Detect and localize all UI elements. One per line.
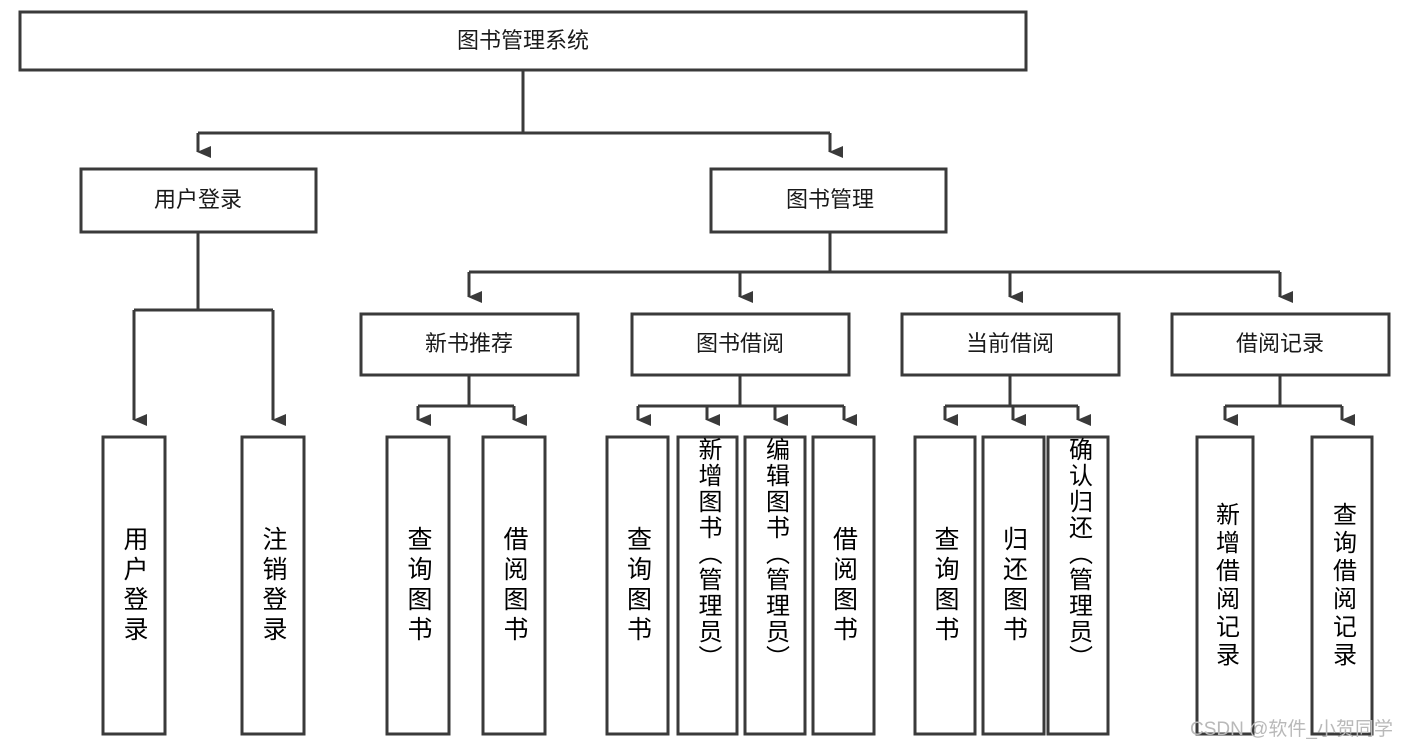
- node-user-login[interactable]: 用户登录: [79, 167, 318, 234]
- node-book-management-label: 图书管理: [786, 187, 874, 212]
- leaf-user-login-label: 用户登录: [120, 525, 148, 646]
- leaf-edit-book-box: [743, 435, 807, 736]
- leaf-query-borrow-record-box: [1310, 435, 1374, 736]
- leaf-edit-book-label: 编辑图书（管理员）: [761, 437, 789, 671]
- leaf-query-book-1-label: 查询图书: [404, 525, 432, 646]
- leaf-query-book-3-label: 查询图书: [931, 525, 959, 646]
- node-new-book-recommend-box: [359, 312, 580, 377]
- leaf-borrow-book-2-box: [811, 435, 876, 736]
- node-title-label: 图书管理系统: [457, 28, 589, 53]
- leaf-borrow-book-2-label: 借阅图书: [829, 525, 858, 646]
- node-borrow-record-box: [1170, 312, 1391, 377]
- leaf-node-user-logout[interactable]: 注销登录: [240, 435, 306, 736]
- leaf-borrow-book-1-label: 借阅图书: [500, 525, 528, 646]
- leaf-query-book-3-box: [913, 435, 977, 736]
- leaf-node-borrow-book-1[interactable]: 借阅图书: [481, 435, 547, 736]
- leaf-borrow-book-1-box: [481, 435, 547, 736]
- node-book-borrow[interactable]: 图书借阅: [630, 312, 851, 377]
- leaf-return-book-label: 归还图书: [999, 525, 1028, 646]
- connector-layer: [132, 70, 1355, 426]
- leaf-user-logout-label: 注销登录: [259, 525, 287, 646]
- leaf-query-book-1-box: [385, 435, 451, 736]
- leaf-confirm-return-label: 确认归还（管理员）: [1064, 437, 1092, 671]
- leaf-query-book-2-label: 查询图书: [623, 525, 652, 646]
- node-user-login-label: 用户登录: [154, 187, 242, 212]
- leaf-confirm-return-box: [1046, 435, 1110, 736]
- leaf-return-book-box: [981, 435, 1046, 736]
- leaf-add-borrow-record-box: [1195, 435, 1255, 736]
- node-book-borrow-label: 图书借阅: [696, 331, 784, 356]
- leaf-node-borrow-book-2[interactable]: 借阅图书: [811, 435, 876, 736]
- leaf-user-login-box: [101, 435, 167, 736]
- leaf-add-book-box: [676, 435, 739, 736]
- node-current-borrow-label: 当前借阅: [966, 331, 1054, 356]
- leaf-node-user-login[interactable]: 用户登录: [101, 435, 167, 736]
- node-current-borrow-box: [900, 312, 1121, 377]
- leaf-node-add-book[interactable]: 新增图书（管理员）: [676, 435, 739, 736]
- leaf-node-query-book-1[interactable]: 查询图书: [385, 435, 451, 736]
- node-book-borrow-box: [630, 312, 851, 377]
- node-title-box: [18, 10, 1028, 72]
- leaf-node-edit-book[interactable]: 编辑图书（管理员）: [743, 435, 807, 736]
- leaf-user-logout-box: [240, 435, 306, 736]
- leaf-add-book-label: 新增图书（管理员）: [694, 437, 721, 671]
- leaf-node-add-borrow-record[interactable]: 新增借阅记录: [1195, 435, 1255, 736]
- node-title-book-management-system[interactable]: 图书管理系统: [18, 10, 1028, 72]
- node-borrow-record-label: 借阅记录: [1236, 331, 1324, 356]
- node-new-book-recommend[interactable]: 新书推荐: [359, 312, 580, 377]
- leaf-node-confirm-return[interactable]: 确认归还（管理员）: [1046, 435, 1110, 736]
- node-current-borrow[interactable]: 当前借阅: [900, 312, 1121, 377]
- leaf-query-book-2-box: [605, 435, 670, 736]
- leaf-node-return-book[interactable]: 归还图书: [981, 435, 1046, 736]
- node-new-book-recommend-label: 新书推荐: [425, 331, 513, 356]
- leaf-node-query-book-3[interactable]: 查询图书: [913, 435, 977, 736]
- node-book-management-box: [709, 167, 948, 234]
- leaf-node-query-borrow-record[interactable]: 查询借阅记录: [1310, 435, 1374, 736]
- leaf-node-query-book-2[interactable]: 查询图书: [605, 435, 670, 736]
- leaf-query-borrow-record-label: 查询借阅记录: [1328, 501, 1356, 670]
- leaf-add-borrow-record-label: 新增借阅记录: [1211, 501, 1239, 670]
- node-book-management[interactable]: 图书管理: [709, 167, 948, 234]
- node-user-login-box: [79, 167, 318, 234]
- node-borrow-record[interactable]: 借阅记录: [1170, 312, 1391, 377]
